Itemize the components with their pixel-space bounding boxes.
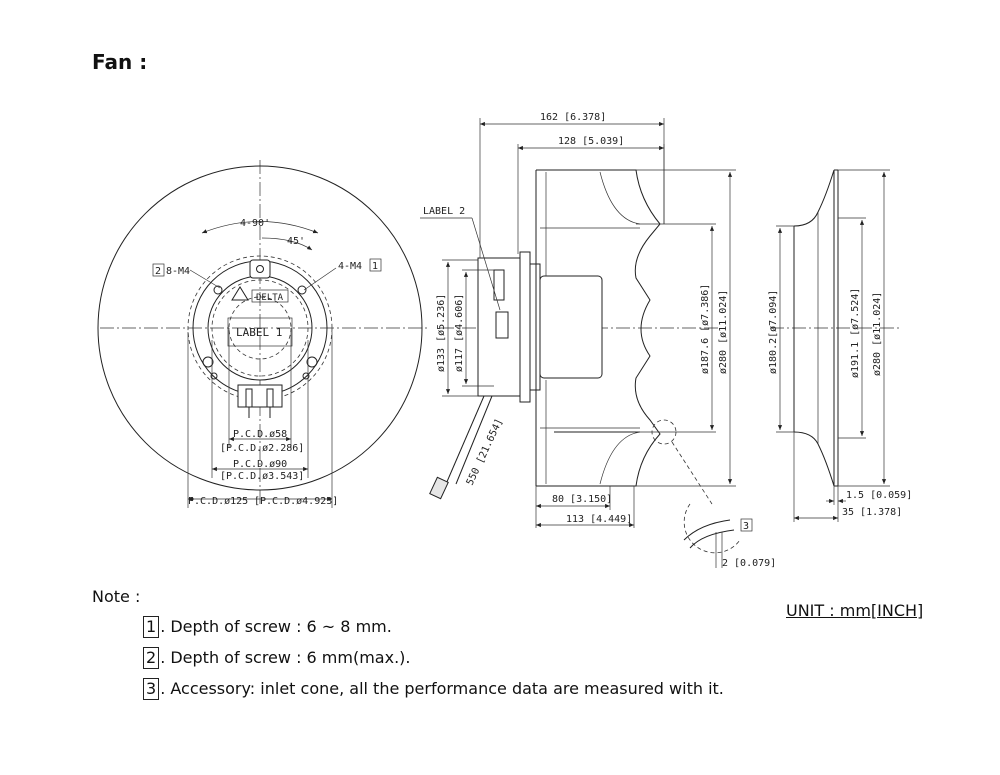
unit-label: UNIT : mm[INCH]	[786, 601, 924, 620]
screw-hole	[213, 285, 223, 295]
dim-113-label: 113 [4.449]	[566, 514, 632, 525]
pcd-125-label: P.C.D.ø125	[188, 496, 248, 507]
cone-dim-35-label: 35 [1.378]	[842, 507, 902, 518]
motor-rotor	[539, 275, 603, 379]
screw-hole	[202, 356, 214, 368]
pcd-90-circle	[211, 279, 309, 377]
note-text: . Depth of screw : 6 ~ 8 mm.	[160, 617, 392, 636]
note-item: 1. Depth of screw : 6 ~ 8 mm.	[143, 616, 392, 638]
dim-2-label: 2 [0.079]	[722, 558, 776, 569]
pcd-58-label: P.C.D.ø58	[233, 429, 287, 440]
cone-dia-180-label: ø180.2[ø7.094]	[768, 290, 779, 374]
note-text: . Accessory: inlet cone, all the perform…	[160, 679, 724, 698]
pcd-58-inch-label: [P.C.D.ø2.286]	[220, 443, 304, 454]
screw-4m4-ref: 1	[372, 261, 378, 272]
inlet-cone-view: ø180.2[ø7.094] ø191.1 [ø7.524] ø280 [ø11…	[768, 169, 912, 522]
brand-label: DELTA	[256, 293, 284, 303]
note-item: 3. Accessory: inlet cone, all the perfor…	[143, 678, 724, 700]
cable-exit-box	[237, 384, 283, 408]
impeller-side-outline	[536, 169, 661, 487]
notes-heading: Note :	[92, 587, 141, 606]
cone-dim-1-5-label: 1.5 [0.059]	[846, 490, 912, 501]
screw-hole	[297, 285, 307, 295]
cable	[445, 395, 485, 485]
dim-80-label: 80 [3.150]	[552, 494, 612, 505]
note-number: 2	[143, 647, 160, 669]
screw-8m4-label: 8-M4	[166, 266, 190, 277]
dia-187-label: ø187.6 [ø7.386]	[700, 284, 711, 374]
dim-128-label: 128 [5.039]	[558, 136, 624, 147]
label-2-text: LABEL 2	[423, 206, 465, 217]
brand-logo-icon	[231, 286, 249, 301]
detail-ref-label: 3	[743, 521, 749, 532]
mount-tab-top	[249, 259, 271, 279]
screw-8m4-ref: 2	[155, 266, 161, 277]
technical-drawing: 4-90' 45' 2 8-M4 4-M4 1 DELTA LABEL 1 P.…	[97, 112, 912, 569]
note-number: 3	[143, 678, 160, 700]
note-item: 2. Depth of screw : 6 mm(max.).	[143, 647, 411, 669]
label-1-frame	[227, 317, 293, 347]
angle-45-label: 45'	[287, 236, 305, 247]
dia-280-label: ø280 [ø11.024]	[718, 290, 729, 374]
side-view: LABEL 2 162 [6.378] 128 [5.039] ø133 [ø5…	[420, 112, 776, 569]
cone-dia-191-label: ø191.1 [ø7.524]	[850, 288, 861, 378]
dim-162-label: 162 [6.378]	[540, 112, 606, 123]
inlet-cone-profile	[793, 169, 835, 487]
cone-dia-280-label: ø280 [ø11.024]	[872, 292, 883, 376]
note-text: . Depth of screw : 6 mm(max.).	[160, 648, 411, 667]
pcd-90-inch-label: [P.C.D.ø3.543]	[220, 471, 304, 482]
note-number: 1	[143, 616, 160, 638]
page-title: Fan :	[92, 50, 148, 74]
screw-4m4-label: 4-M4	[338, 261, 362, 272]
pcd-90-label: P.C.D.ø90	[233, 459, 287, 470]
angle-4x90-label: 4-90'	[240, 218, 270, 229]
label-2-plate	[495, 311, 509, 339]
front-view: 4-90' 45' 2 8-M4 4-M4 1 DELTA LABEL 1 P.…	[97, 160, 428, 508]
pcd-125-inch-label: [P.C.D.ø4.923]	[254, 496, 338, 507]
label-1-text: LABEL 1	[236, 326, 282, 339]
dia-117-label: ø117 [ø4.606]	[454, 294, 465, 372]
screw-hole	[306, 356, 318, 368]
dia-133-label: ø133 [ø5.236]	[436, 294, 447, 372]
impeller-outline	[97, 165, 423, 491]
